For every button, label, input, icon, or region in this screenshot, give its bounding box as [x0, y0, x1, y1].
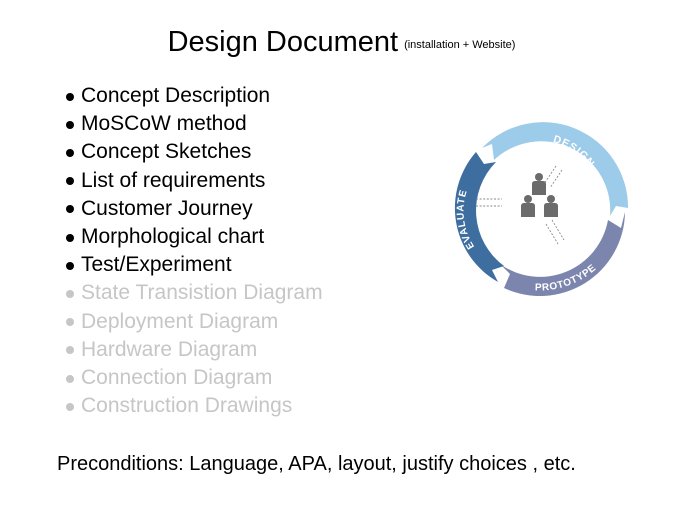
preconditions-text: Preconditions: Language, APA, layout, ju… [57, 453, 576, 475]
list-item-label: Deployment Diagram [81, 309, 279, 333]
bullet-icon [66, 318, 74, 327]
list-item-pending: State Transistion Diagram [66, 279, 323, 307]
list-item-label: Construction Drawings [81, 394, 293, 418]
bullet-icon [66, 233, 74, 242]
list-item-label: Concept Description [81, 84, 271, 107]
list-item: List of requirements [66, 167, 323, 195]
bullet-icon [66, 374, 74, 383]
deliverables-list: Concept Description MoSCoW method Concep… [66, 82, 323, 420]
bullet-icon [66, 290, 74, 299]
list-item-label: Customer Journey [81, 196, 253, 220]
list-item-pending: Connection Diagram [66, 364, 323, 392]
prototype-segment [500, 212, 625, 297]
list-item: Customer Journey [66, 195, 323, 223]
list-item-label: Hardware Diagram [81, 337, 258, 361]
title-row: Design Document (installation + Website) [0, 26, 683, 59]
bullet-icon [66, 346, 74, 355]
page-title: Design Document [167, 26, 399, 58]
prototype-arrows-icon [545, 219, 565, 245]
bullet-icon [66, 120, 74, 129]
bullet-icon [66, 402, 74, 411]
list-item: Morphological chart [66, 223, 323, 251]
list-item: Concept Description [66, 82, 323, 110]
team-icon [521, 173, 558, 217]
list-item-label: State Transistion Diagram [81, 281, 323, 305]
bullet-icon [66, 92, 74, 101]
list-item-pending: Hardware Diagram [66, 336, 323, 364]
evaluate-segment [454, 152, 504, 282]
design-cycle-diagram: DESIGN PROTOTYPE EVALUATE [454, 122, 629, 297]
list-item-label: List of requirements [81, 168, 266, 192]
list-item-label: Morphological chart [81, 225, 265, 249]
list-item: MoSCoW method [66, 110, 323, 138]
bullet-icon [66, 149, 74, 157]
list-item-label: Concept Sketches [81, 140, 252, 164]
list-item-label: MoSCoW method [81, 112, 247, 136]
design-segment [482, 122, 629, 216]
design-arrows-icon [543, 165, 563, 189]
page-subtitle: (installation + Website) [404, 39, 516, 51]
list-item-label: Connection Diagram [81, 366, 273, 390]
bullet-icon [66, 205, 74, 214]
list-item-pending: Construction Drawings [66, 392, 323, 420]
list-item: Test/Experiment [66, 251, 323, 279]
bullet-icon [66, 261, 74, 270]
list-item: Concept Sketches [66, 138, 323, 166]
list-item-label: Test/Experiment [81, 253, 232, 277]
bullet-icon [66, 177, 74, 186]
evaluate-arrows-icon [476, 198, 502, 207]
list-item-pending: Deployment Diagram [66, 308, 323, 336]
